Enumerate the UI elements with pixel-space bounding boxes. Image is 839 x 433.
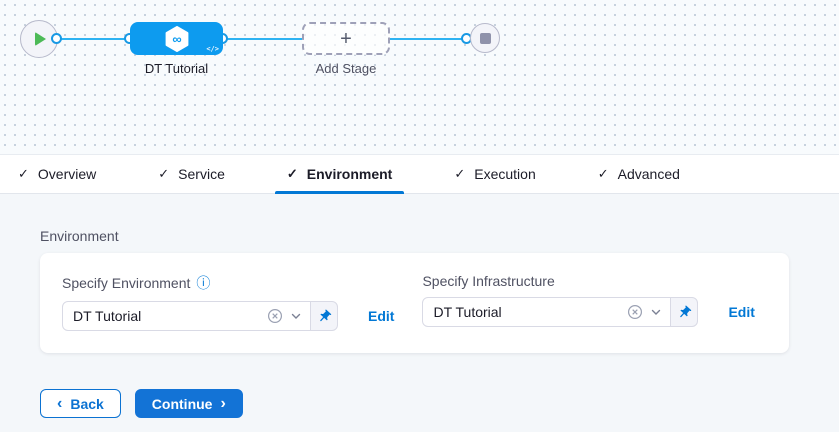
svg-text:∞: ∞ xyxy=(172,31,181,46)
check-icon: ✓ xyxy=(158,166,170,181)
stage-node-dt-tutorial[interactable]: ∞ </> xyxy=(130,22,223,55)
tab-overview[interactable]: ✓ Overview xyxy=(6,155,108,193)
pipeline-edge xyxy=(57,38,130,40)
tab-advanced[interactable]: ✓ Advanced xyxy=(586,155,692,193)
pipeline-end-node[interactable] xyxy=(470,23,500,53)
infrastructure-field: Specify Infrastructure DT Tutorial xyxy=(422,273,755,327)
pipeline-edge xyxy=(390,38,467,40)
tab-label: Overview xyxy=(37,166,97,182)
tab-execution[interactable]: ✓ Execution xyxy=(442,155,547,193)
back-button[interactable]: ‹ Back xyxy=(40,389,121,418)
chevron-left-icon: ‹ xyxy=(57,394,63,412)
chevron-down-icon[interactable] xyxy=(650,306,662,318)
tab-label: Advanced xyxy=(617,166,680,182)
environment-panel: Environment Specify Environment ⓘ DT Tut… xyxy=(0,194,839,432)
edit-environment-link[interactable]: Edit xyxy=(368,308,395,324)
wizard-footer: ‹ Back Continue › xyxy=(40,389,839,418)
infrastructure-select-value: DT Tutorial xyxy=(433,304,502,320)
connector-dot xyxy=(51,33,62,44)
infrastructure-select[interactable]: DT Tutorial xyxy=(422,297,672,327)
pin-button[interactable] xyxy=(310,301,338,331)
stage-tabbar: ✓ Overview ✓ Service ✓ Environment ✓ Exe… xyxy=(0,154,839,194)
stop-icon xyxy=(479,32,491,44)
field-label-row: Specify Environment ⓘ xyxy=(62,273,394,293)
pin-icon xyxy=(680,305,692,317)
edit-infrastructure-link[interactable]: Edit xyxy=(728,304,755,320)
plus-icon: + xyxy=(340,27,352,50)
environment-select[interactable]: DT Tutorial xyxy=(62,301,311,331)
tab-environment[interactable]: ✓ Environment xyxy=(274,155,405,194)
field-label: Specify Infrastructure xyxy=(422,273,555,289)
check-icon: ✓ xyxy=(597,166,609,181)
code-icon: </> xyxy=(206,45,219,53)
field-label: Specify Environment xyxy=(62,275,191,291)
field-label-row: Specify Infrastructure xyxy=(422,273,754,289)
clear-icon[interactable] xyxy=(267,308,283,324)
deploy-hexagon-icon: ∞ xyxy=(165,25,188,52)
check-icon: ✓ xyxy=(286,166,298,181)
stage-name-label: DT Tutorial xyxy=(144,61,209,76)
back-button-label: Back xyxy=(70,395,104,412)
tab-label: Environment xyxy=(306,166,393,182)
continue-button[interactable]: Continue › xyxy=(134,389,243,418)
info-icon[interactable]: ⓘ xyxy=(196,275,211,291)
tab-label: Execution xyxy=(474,166,536,182)
pipeline-edge xyxy=(223,38,302,40)
section-title: Environment xyxy=(40,228,119,244)
environment-field: Specify Environment ⓘ DT Tutorial xyxy=(62,273,394,331)
add-stage-label: Add Stage xyxy=(315,61,377,76)
add-stage-button[interactable]: + xyxy=(302,22,390,55)
tab-label: Service xyxy=(178,166,225,182)
continue-button-label: Continue xyxy=(151,395,213,412)
environment-card: Specify Environment ⓘ DT Tutorial xyxy=(40,253,789,353)
play-icon xyxy=(35,32,46,46)
chevron-down-icon[interactable] xyxy=(290,310,302,322)
check-icon: ✓ xyxy=(454,166,466,181)
chevron-right-icon: › xyxy=(220,394,226,412)
check-icon: ✓ xyxy=(18,166,29,181)
tab-service[interactable]: ✓ Service xyxy=(146,155,237,193)
pin-button[interactable] xyxy=(670,297,699,327)
environment-select-value: DT Tutorial xyxy=(73,308,142,324)
pin-icon xyxy=(319,309,331,321)
clear-icon[interactable] xyxy=(627,304,643,320)
pipeline-canvas[interactable]: ∞ </> DT Tutorial + Add Stage xyxy=(0,0,839,154)
